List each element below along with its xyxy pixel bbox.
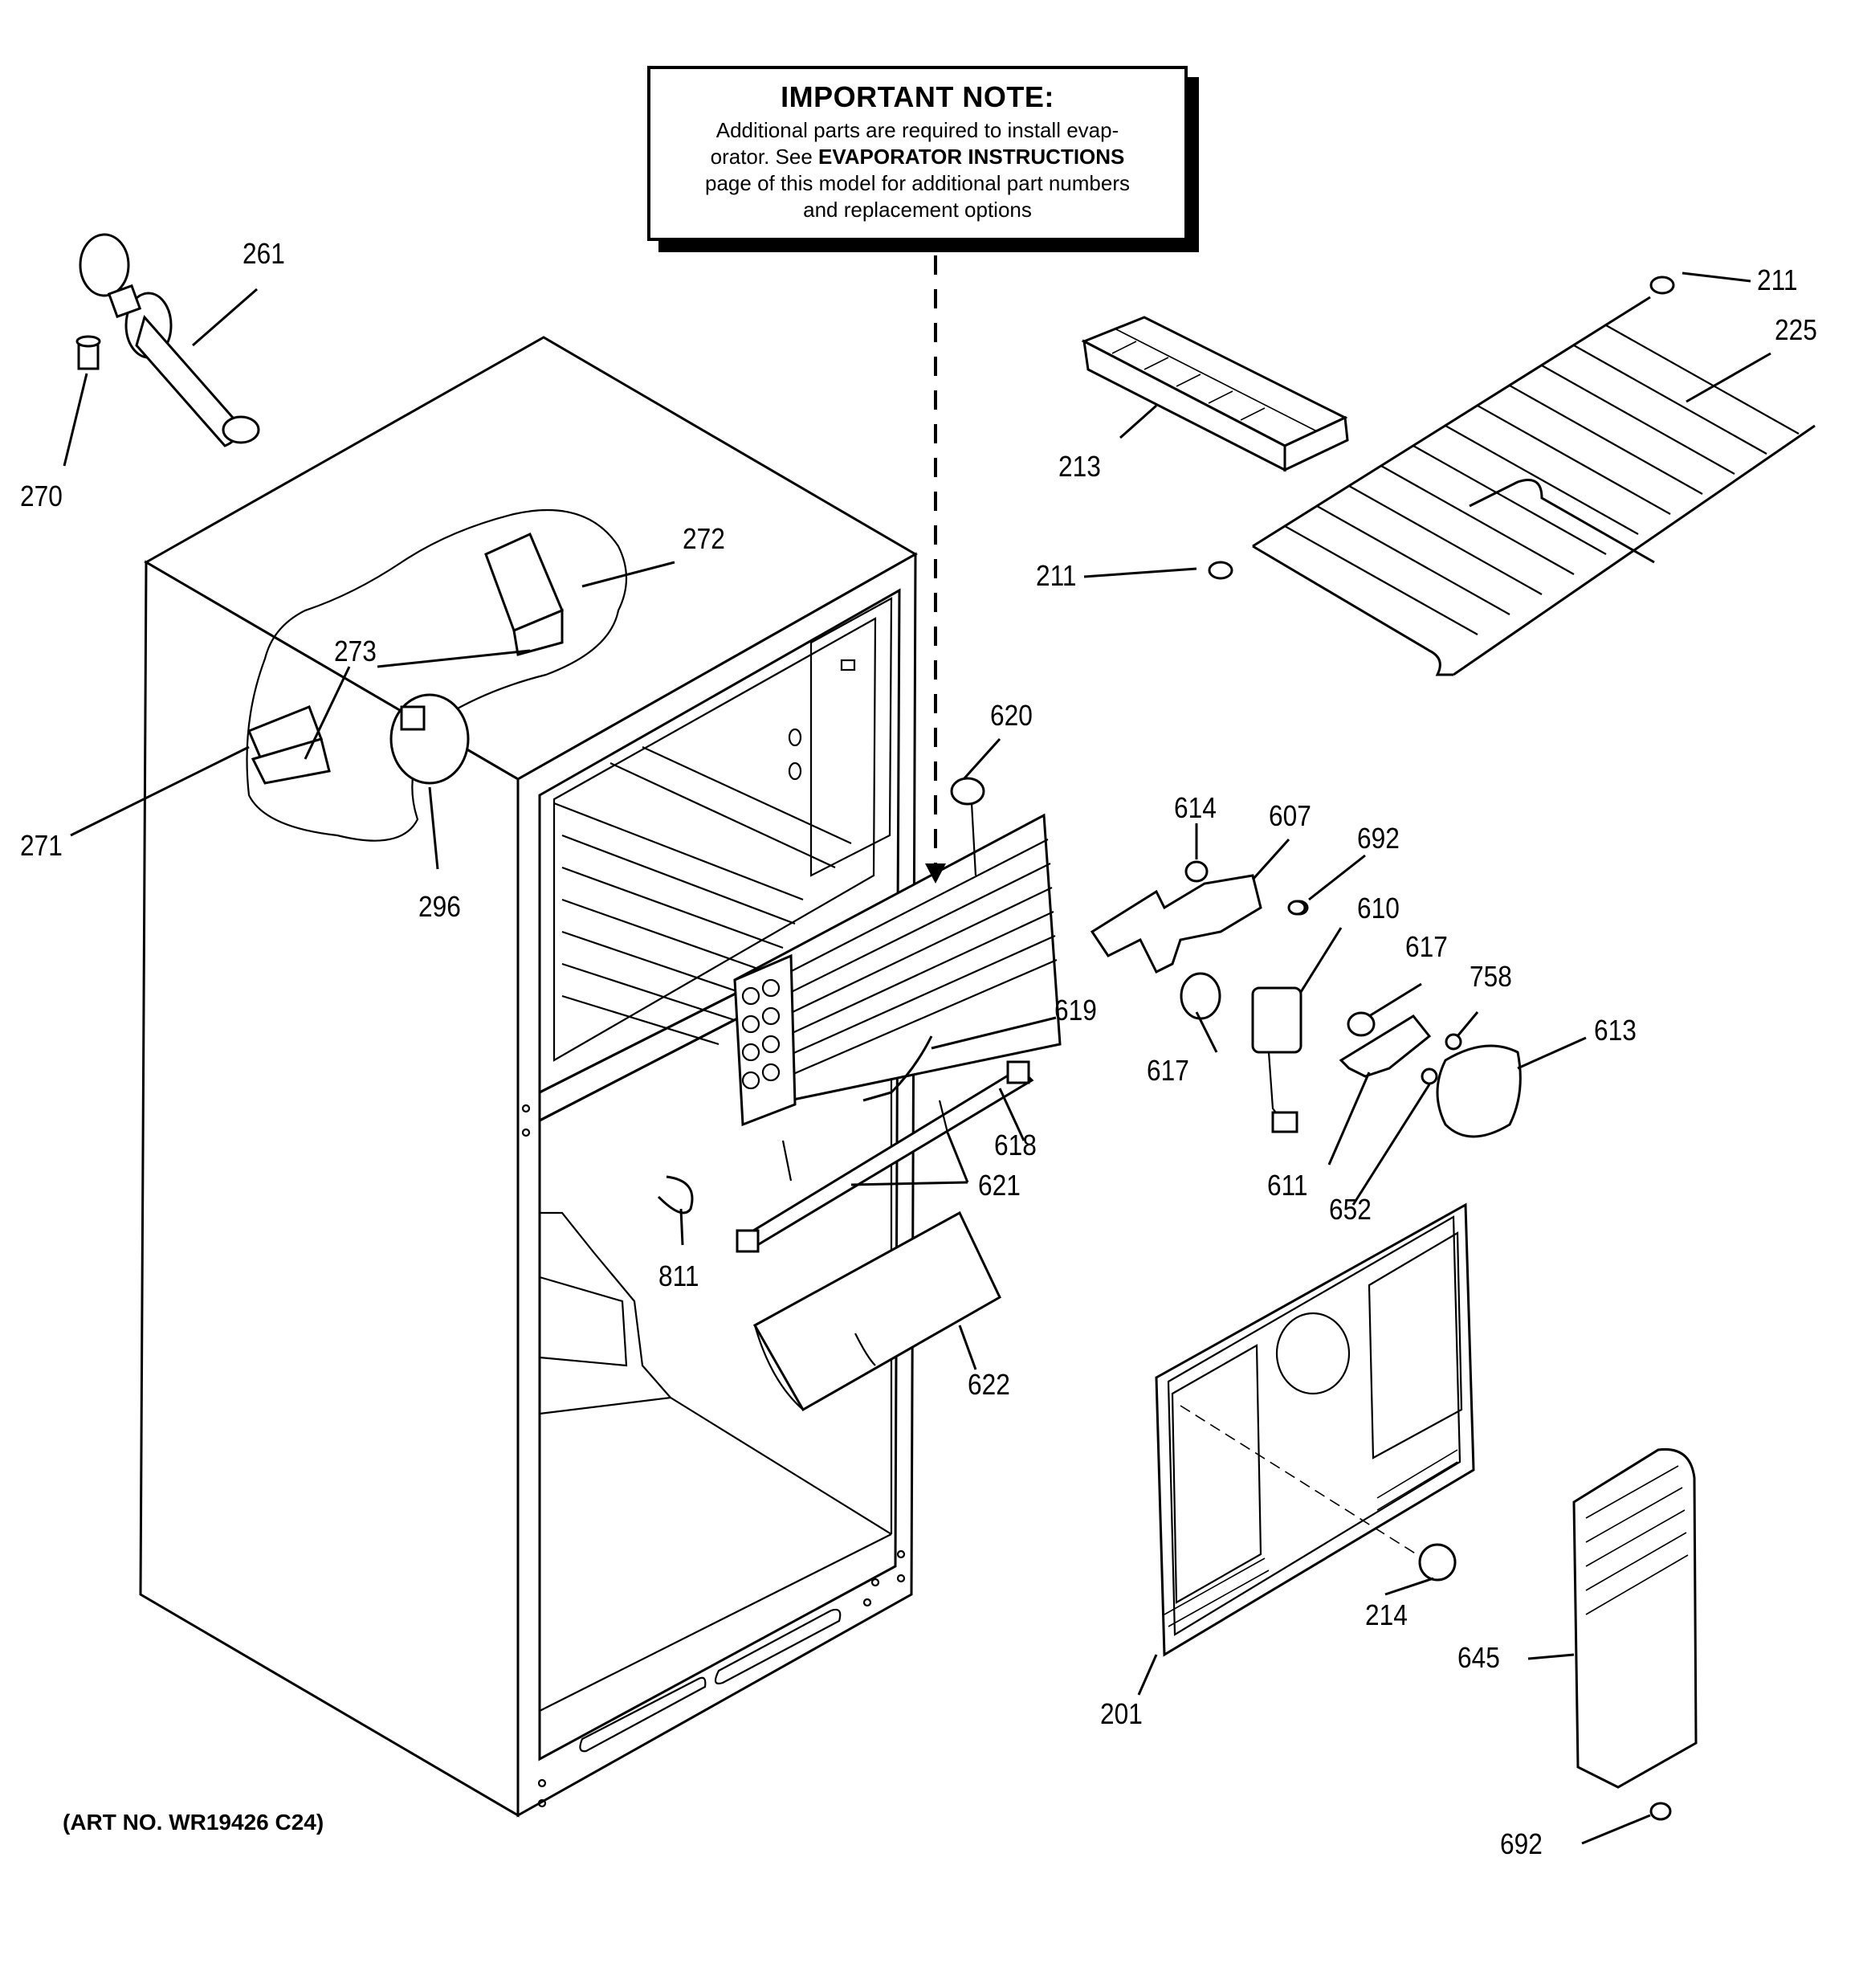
part-label-611: 611 <box>1267 1169 1308 1202</box>
water-valve-drawing <box>75 233 260 447</box>
part-label-692-top: 692 <box>1357 822 1400 855</box>
part-label-225: 225 <box>1775 313 1817 346</box>
part-label-618: 618 <box>994 1129 1037 1161</box>
ice-tray-drawing <box>1081 316 1349 472</box>
part-label-296: 296 <box>418 890 461 923</box>
part-label-272: 272 <box>683 522 725 555</box>
leader-lines <box>63 271 1771 1845</box>
note-line-2: orator. See EVAPORATOR INSTRUCTIONS <box>650 144 1184 170</box>
note-line-3: page of this model for additional part n… <box>705 171 1130 195</box>
part-label-213: 213 <box>1058 450 1101 483</box>
note-line-2-bold: EVAPORATOR INSTRUCTIONS <box>818 145 1125 169</box>
part-label-617-right: 617 <box>1405 930 1448 963</box>
part-label-620: 620 <box>990 699 1033 732</box>
part-label-214: 214 <box>1365 1598 1408 1631</box>
note-pointer-arrow <box>925 863 946 884</box>
part-label-617-left: 617 <box>1147 1054 1189 1087</box>
part-label-607: 607 <box>1269 799 1311 832</box>
cabinet-drawing <box>139 336 919 1818</box>
cabinet-front <box>516 552 917 1818</box>
part-label-201: 201 <box>1100 1697 1143 1730</box>
part-label-614: 614 <box>1174 791 1217 824</box>
defrost-heater-drawing <box>657 1035 1034 1253</box>
art-number: (ART NO. WR19426 C24) <box>63 1810 324 1835</box>
part-label-211-top: 211 <box>1757 263 1798 296</box>
part-label-619: 619 <box>1054 994 1097 1027</box>
part-label-610: 610 <box>1357 892 1400 925</box>
air-duct-drawing <box>1572 1447 1698 1821</box>
part-label-613: 613 <box>1594 1014 1637 1047</box>
fan-assembly-drawing <box>1090 860 1522 1138</box>
evaporator-drawing <box>733 777 1062 1127</box>
part-label-211-bottom: 211 <box>1036 559 1077 592</box>
part-label-811: 811 <box>658 1259 699 1292</box>
part-label-273: 273 <box>334 635 377 667</box>
rear-cover-drawing <box>1155 1202 1475 1657</box>
part-label-622: 622 <box>968 1368 1010 1401</box>
note-body: Additional parts are required to install… <box>650 117 1184 223</box>
part-label-271: 271 <box>20 829 63 862</box>
part-label-652: 652 <box>1329 1193 1372 1226</box>
part-label-645: 645 <box>1457 1641 1500 1674</box>
part-label-261: 261 <box>243 237 285 270</box>
note-line-2-text: orator. See <box>710 145 819 169</box>
drain-trough-drawing <box>752 1210 1001 1412</box>
note-line-1: Additional parts are required to install… <box>715 118 1119 142</box>
wire-shelf-drawing <box>1208 276 1816 676</box>
note-title: IMPORTANT NOTE: <box>781 80 1054 113</box>
part-label-270: 270 <box>20 480 63 512</box>
note-line-4: and replacement options <box>803 198 1032 222</box>
important-note-box: IMPORTANT NOTE: Additional parts are req… <box>647 66 1188 241</box>
part-label-621: 621 <box>978 1169 1021 1202</box>
part-label-692-bottom: 692 <box>1500 1827 1543 1860</box>
part-label-758: 758 <box>1470 960 1512 993</box>
